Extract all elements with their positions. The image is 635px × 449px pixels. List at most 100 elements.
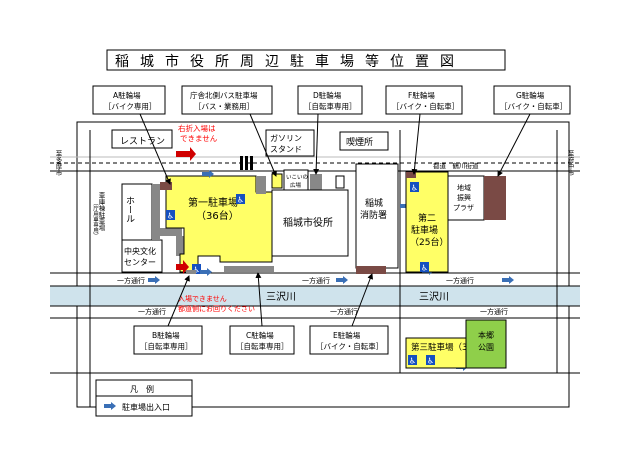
svg-text:B駐輪場: B駐輪場: [152, 330, 180, 340]
regional-plaza-line2: 振興: [457, 193, 471, 202]
second-parking-capacity: （25台）: [410, 236, 448, 248]
svg-text:C駐輪場: C駐輪場: [246, 330, 274, 340]
svg-text:庁舎北側バス駐車場: 庁舎北側バス駐車場: [190, 90, 258, 100]
legend: 凡 例 駐車場出入口: [95, 379, 193, 417]
fence-east: [256, 176, 266, 194]
one-way-label: 一方通行: [330, 307, 358, 316]
one-way-label: 一方通行: [117, 276, 145, 285]
d-bike-lot: [310, 174, 322, 190]
accessible-icon: [408, 355, 417, 366]
regional-plaza-line1: 地域: [457, 183, 471, 192]
svg-text:［自転車専用］: ［自転車専用］: [236, 341, 289, 351]
prefectural-road-label: 都道 鶴川街道: [433, 161, 479, 170]
one-way-arrow-icon: [148, 276, 160, 284]
svg-text:G駐輪場: G駐輪場: [516, 90, 545, 100]
sanzawa-river: [50, 286, 580, 306]
accessible-icon: [420, 262, 429, 273]
accessible-icon: [236, 194, 245, 205]
gas-station-label-2: スタンド: [270, 145, 302, 154]
smoking-area-label: 喫煙所: [346, 136, 373, 148]
smoking-booth: [335, 175, 345, 189]
callout-b: B駐輪場 ［自転車専用］: [133, 275, 203, 355]
g-bike-lot: [484, 176, 506, 220]
wall-3: [176, 236, 184, 256]
f-bike-lot: [406, 172, 416, 178]
callout-g: G駐輪場 ［バイク・自転車］: [493, 85, 571, 177]
hongo-park: [465, 319, 507, 369]
first-parking-name: 第一駐車場: [188, 196, 238, 209]
hall-label: ホール: [124, 196, 135, 223]
one-way-arrow-icon: [336, 276, 348, 284]
title-frame: [106, 49, 506, 71]
gas-station-label-1: ガソリン: [270, 133, 302, 143]
svg-text:F駐輪場: F駐輪場: [408, 90, 435, 100]
svg-text:［バイク・自転車］: ［バイク・自転車］: [392, 101, 459, 111]
fire-station-label-1: 稲城: [365, 197, 383, 209]
regional-plaza: [447, 175, 485, 221]
map-title: 稲城市役所周辺駐車場等位置図: [115, 53, 465, 70]
callout-e: E駐輪場 ［バイク・自転車］: [309, 273, 389, 355]
no-entry-line2: 都道側にお回りください: [178, 304, 255, 313]
gas-station: [265, 129, 315, 157]
fire-station-label-2: 消防署: [360, 209, 387, 221]
one-way-label: 一方通行: [138, 307, 166, 316]
one-way-label: 一方通行: [302, 276, 330, 285]
river-label: 三沢川: [419, 290, 449, 303]
svg-text:［バス・業務用］: ［バス・業務用］: [194, 101, 254, 111]
garage-lot-note: （庁用車専用）: [92, 200, 99, 239]
entrance-arrow-icon: [200, 268, 212, 276]
callout-a: A駐輪場 ［バイク専用］: [92, 85, 171, 185]
culture-center-label-2: センター: [124, 258, 156, 267]
no-entry-line1: 入場できません: [178, 294, 227, 303]
bus-parking-lot: [271, 173, 283, 189]
restaurant-building: [111, 129, 173, 149]
svg-text:［バイク専用］: ［バイク専用］: [104, 101, 156, 111]
hongo-park-line2: 公園: [478, 343, 494, 352]
svg-text:［バイク・自転車］: ［バイク・自転車］: [316, 341, 383, 351]
no-right-turn-line1: 右折入場は: [178, 123, 216, 133]
red-arrow-icon: [176, 260, 189, 274]
callout-bus: 庁舎北側バス駐車場 ［バス・業務用］: [181, 85, 277, 177]
callout-f: F駐輪場 ［バイク・自転車］: [385, 85, 463, 175]
one-way-arrow-icon: [502, 276, 514, 284]
fence-south: [224, 266, 274, 272]
legend-entry: 駐車場出入口: [122, 402, 170, 412]
svg-text:A駐輪場: A駐輪場: [113, 90, 141, 100]
callout-d: D駐輪場 ［自転車専用］: [297, 85, 363, 175]
legend-title: 凡 例: [130, 384, 154, 394]
callout-c: C駐輪場 ［自転車専用］: [229, 272, 295, 355]
accessible-icon: [166, 210, 175, 221]
one-way-label: 一方通行: [446, 276, 474, 285]
river-label: 三沢川: [266, 290, 296, 303]
garage-lot-label: 車庫棟駐車場: [97, 191, 105, 233]
svg-text:D駐輪場: D駐輪場: [313, 90, 342, 100]
svg-text:E駐輪場: E駐輪場: [333, 330, 361, 340]
smoking-area: [339, 131, 389, 151]
wall-2: [160, 228, 182, 236]
second-parking-line2: 駐車場: [411, 224, 438, 236]
city-hall-label: 稲城市役所: [283, 216, 333, 229]
red-arrow-icon: [176, 147, 196, 161]
regional-plaza-line3: プラザ: [453, 204, 474, 212]
a-bike-lot: [160, 182, 172, 190]
ikoi-label-2: 広場: [290, 181, 302, 189]
restaurant-label: レストラン: [120, 136, 165, 147]
hongo-park-line1: 本郷: [478, 330, 494, 340]
b-bike-lot: [186, 270, 196, 274]
right-road-label: 至府中市: [566, 150, 574, 178]
accessible-icon: [410, 182, 419, 193]
crosswalk: [240, 156, 253, 170]
svg-text:［バイク・自転車］: ［バイク・自転車］: [500, 101, 567, 111]
one-way-label: 一方通行: [480, 307, 508, 316]
city-hall: [271, 189, 349, 257]
map-frame: [76, 121, 570, 408]
e-bike-lot: [356, 266, 386, 274]
wall-1: [152, 184, 160, 240]
culture-center-label-1: 中央文化: [124, 246, 156, 256]
no-right-turn-line2: できません: [180, 134, 218, 143]
third-parking-label: 第三駐車場（37台）: [411, 342, 490, 353]
svg-text:［自転車専用］: ［自転車専用］: [140, 341, 193, 351]
left-road-label: 至多摩市: [54, 150, 62, 178]
svg-text:［自転車専用］: ［自転車専用］: [304, 101, 357, 111]
second-parking-line1: 第二: [418, 212, 436, 224]
